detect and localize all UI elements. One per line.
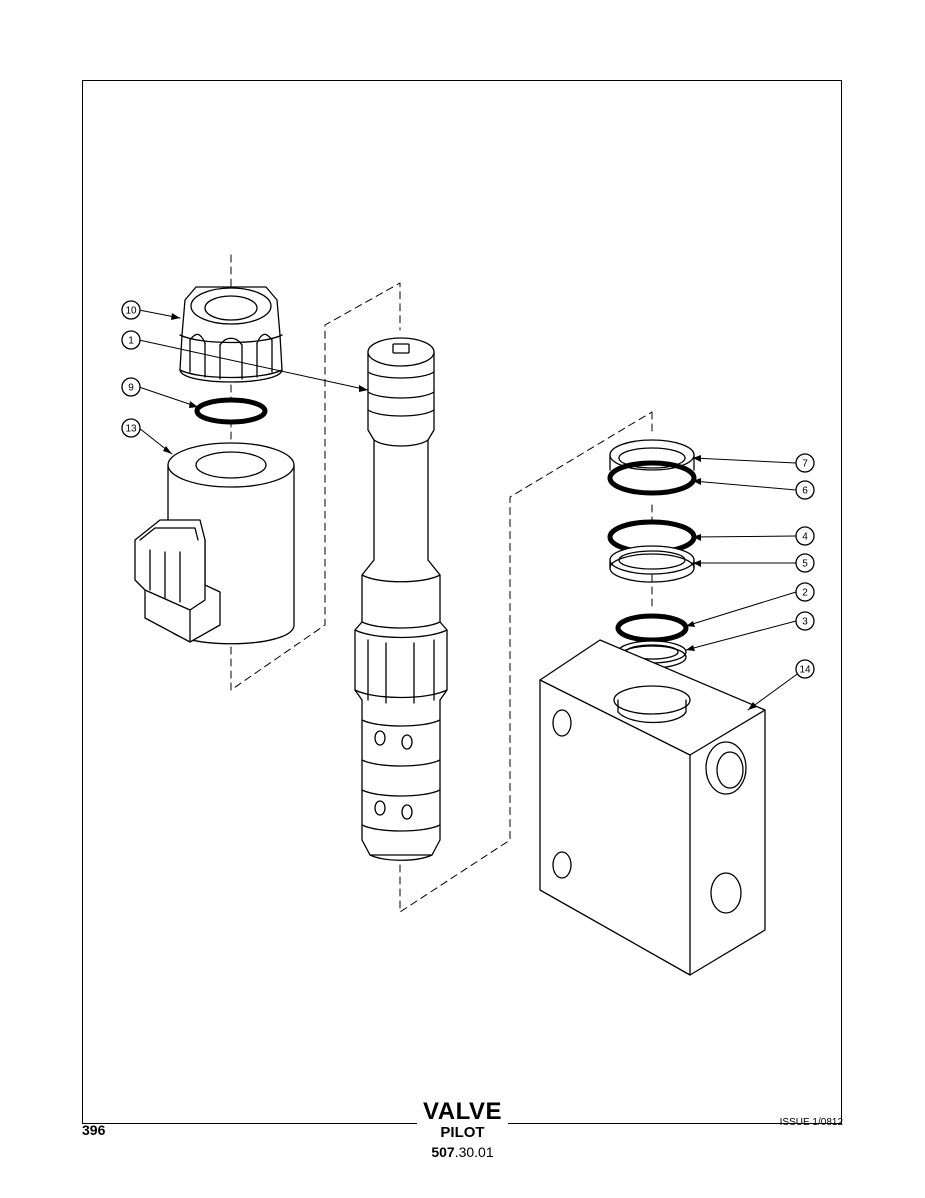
- leader-arrowheads: [163, 313, 757, 710]
- seal-kit-parts: [607, 439, 697, 669]
- callout-6: 6: [795, 480, 815, 500]
- coil-nut-part-10: [179, 286, 283, 383]
- valve-cartridge-part-1: [354, 337, 448, 861]
- solenoid-coil-part-13: [134, 442, 295, 645]
- callout-label-10: 10: [125, 306, 137, 317]
- valve-body-part-14: [539, 639, 766, 976]
- callout-3: 3: [795, 611, 815, 631]
- callout-1: 1: [121, 330, 141, 350]
- title-block: VALVE PILOT 507.30.01: [0, 1098, 925, 1160]
- callout-13: 13: [121, 418, 141, 438]
- section-code: 507.30.01: [0, 1144, 925, 1160]
- callout-label-13: 13: [125, 424, 137, 435]
- o-ring-part-9: [194, 397, 268, 425]
- callout-label-5: 5: [802, 559, 808, 570]
- callout-14: 14: [795, 659, 815, 679]
- callout-7: 7: [795, 453, 815, 473]
- callout-5: 5: [795, 553, 815, 573]
- callout-label-6: 6: [802, 486, 808, 497]
- page-subtitle: PILOT: [440, 1124, 485, 1141]
- callout-label-3: 3: [802, 617, 808, 628]
- callout-9: 9: [121, 377, 141, 397]
- callout-leaders: [138, 309, 801, 711]
- issue-label: ISSUE 1/0812: [779, 1117, 843, 1128]
- section-code-major: 507: [431, 1144, 455, 1160]
- callout-label-9: 9: [128, 383, 134, 394]
- callout-balloons: 10 1 9 13 7 6 4 5: [121, 300, 815, 679]
- callout-label-4: 4: [802, 532, 808, 543]
- callout-label-7: 7: [802, 459, 808, 470]
- callout-label-14: 14: [799, 665, 811, 676]
- callout-10: 10: [121, 300, 141, 320]
- page-title: VALVE: [417, 1098, 508, 1126]
- callout-label-1: 1: [128, 336, 134, 347]
- page-number: 396: [82, 1122, 106, 1138]
- section-code-minor: .30.01: [454, 1144, 494, 1160]
- callout-2: 2: [795, 582, 815, 602]
- callout-4: 4: [795, 526, 815, 546]
- callout-label-2: 2: [802, 588, 808, 599]
